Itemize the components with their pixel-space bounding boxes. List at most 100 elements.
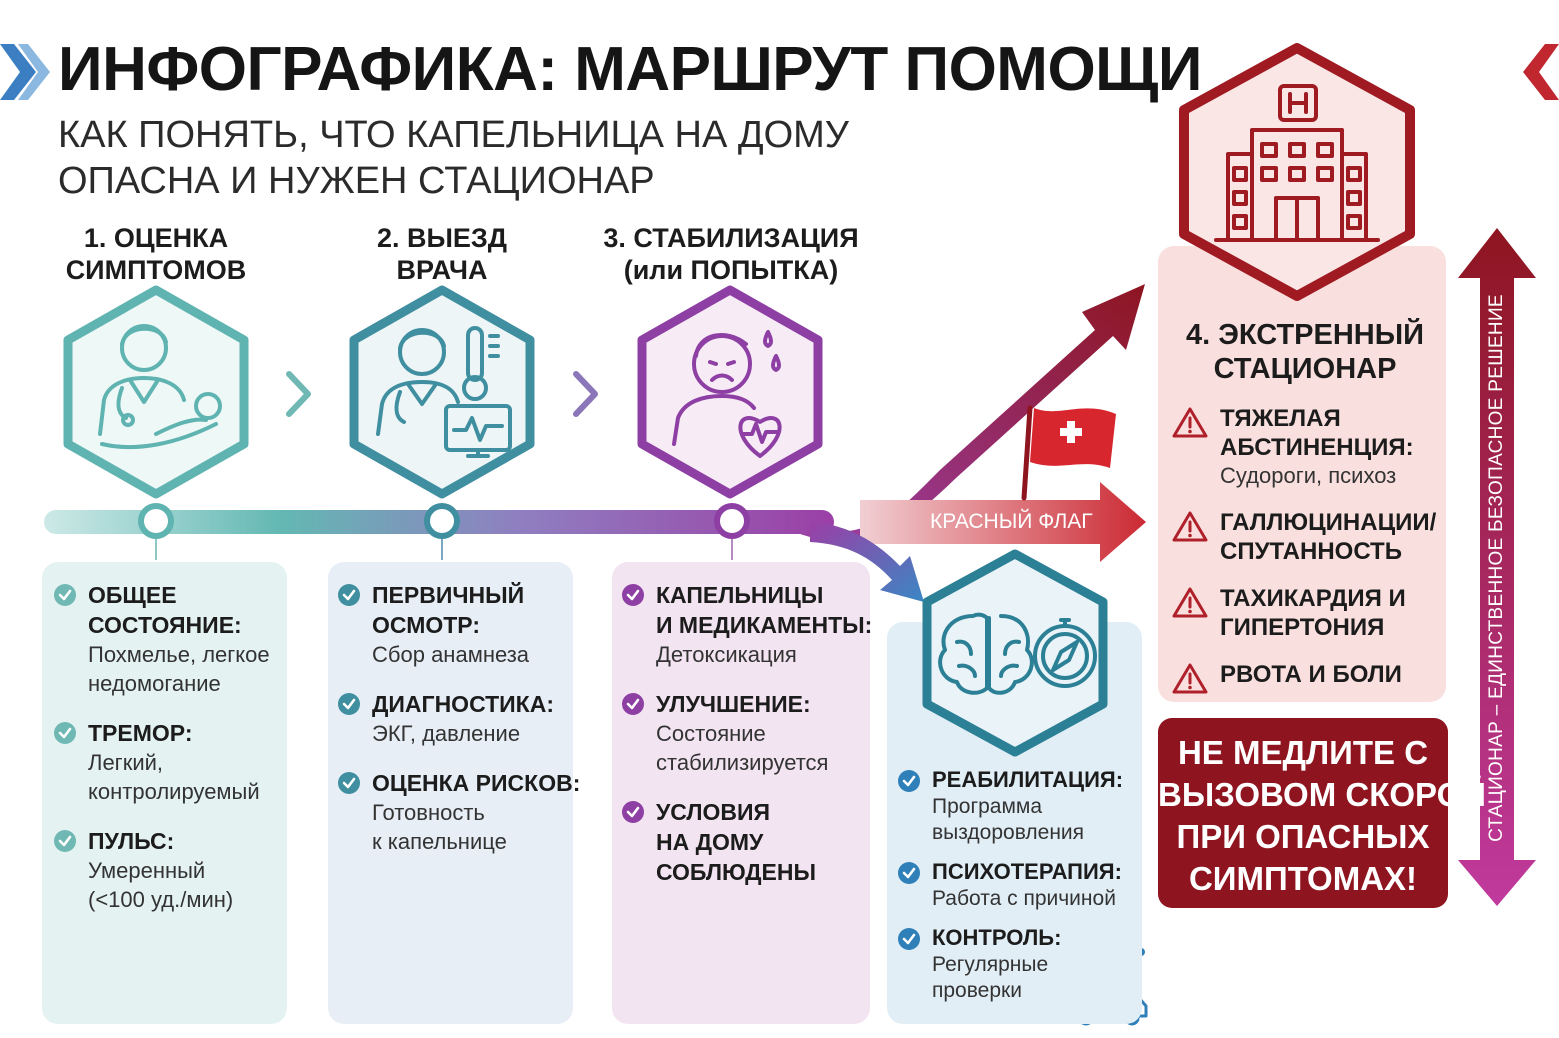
list-item: ПЕРВИЧНЫЙ ОСМОТР: Сбор анамнеза xyxy=(338,580,580,669)
warning-line-2: ВЫЗОВОМ СКОРОЙ xyxy=(1158,776,1486,813)
item-label: ДИАГНОСТИКА: xyxy=(372,691,554,717)
item-label: УЛУЧШЕНИЕ: xyxy=(656,691,811,717)
item-text: Программа xyxy=(932,795,1043,818)
timeline-node-1 xyxy=(138,503,174,560)
item-text: Умеренный xyxy=(88,858,206,883)
arrow-down-rehab xyxy=(810,522,924,602)
item-label: НА ДОМУ xyxy=(656,829,764,855)
sweating-patient-heart-icon xyxy=(637,285,823,499)
item-label: ПУЛЬС: xyxy=(88,828,175,854)
item-label: ГАЛЛЮЦИНАЦИИ/ xyxy=(1220,509,1437,536)
subtitle-line-1: КАК ПОНЯТЬ, ЧТО КАПЕЛЬНИЦА НА ДОМУ xyxy=(58,114,849,156)
page-subtitle: КАК ПОНЯТЬ, ЧТО КАПЕЛЬНИЦА НА ДОМУ ОПАСН… xyxy=(58,112,849,204)
timeline-node-2 xyxy=(424,503,460,560)
item-text: стабилизируется xyxy=(656,750,829,775)
warning-triangle-icon xyxy=(1172,407,1208,438)
item-label: СПУТАННОСТЬ xyxy=(1220,538,1402,565)
step-2-title-line-2: ВРАЧА xyxy=(396,255,488,285)
check-circle-icon xyxy=(54,830,76,852)
left-chevron-decor xyxy=(0,44,36,100)
item-label: КОНТРОЛЬ: xyxy=(932,925,1062,950)
item-label: РЕАБИЛИТАЦИЯ: xyxy=(932,767,1124,792)
item-label: СОСТОЯНИЕ: xyxy=(88,612,242,638)
step-3-title: 3. СТАБИЛИЗАЦИЯ (или ПОПЫТКА) xyxy=(600,222,862,286)
rehab-items: РЕАБИЛИТАЦИЯ: Программа выздоровления ПС… xyxy=(898,766,1123,1004)
item-label: ПЕРВИЧНЫЙ xyxy=(372,582,525,608)
step-separator-2 xyxy=(573,371,598,417)
step-3-items: КАПЕЛЬНИЦЫ И МЕДИКАМЕНТЫ: Детоксикация У… xyxy=(622,580,872,907)
list-item: РЕАБИЛИТАЦИЯ: Программа выздоровления xyxy=(898,766,1123,846)
subtitle-line-2: ОПАСНА И НУЖЕН СТАЦИОНАР xyxy=(58,160,655,202)
side-label-text: СТАЦИОНАР – ЕДИНСТВЕННОЕ БЕЗОПАСНОЕ РЕШЕ… xyxy=(1486,294,1507,842)
check-circle-icon xyxy=(622,693,644,715)
step-3-title-line-2: (или ПОПЫТКА) xyxy=(623,255,839,285)
warning-line-1: НЕ МЕДЛИТЕ С xyxy=(1177,734,1429,771)
step-3-title-line-1: 3. СТАБИЛИЗАЦИЯ xyxy=(603,223,859,253)
right-chevron-decor xyxy=(1523,44,1559,100)
page-title: ИНФОГРАФИКА: МАРШРУТ ПОМОЩИ xyxy=(58,35,1202,104)
list-item: ОЦЕНКА РИСКОВ: Готовность к капельнице xyxy=(338,768,580,856)
step-2-card xyxy=(328,562,573,1024)
check-circle-icon xyxy=(338,584,360,606)
hospital-building-icon xyxy=(1179,43,1415,301)
item-label: РВОТА И БОЛИ xyxy=(1220,661,1402,688)
check-circle-icon xyxy=(898,862,920,884)
item-text: Похмелье, легкое xyxy=(88,642,270,667)
item-text: проверки xyxy=(932,979,1022,1002)
red-flag-label-horizontal: КРАСНЫЙ ФЛАГ xyxy=(930,510,1093,533)
item-text: Регулярные xyxy=(932,953,1049,976)
warning-triangle-icon xyxy=(1172,587,1208,618)
step-1-items: ОБЩЕЕ СОСТОЯНИЕ: Похмелье, легкое недомо… xyxy=(54,580,270,934)
item-text: выздоровления xyxy=(932,821,1085,844)
list-item: РВОТА И БОЛИ xyxy=(1172,660,1436,694)
step-1-card xyxy=(42,562,287,1024)
item-label: ТЯЖЕЛАЯ xyxy=(1220,405,1341,432)
timeline-node-3 xyxy=(714,503,750,560)
list-item: ТАХИКАРДИЯ И ГИПЕРТОНИЯ xyxy=(1172,584,1436,642)
list-item: ПСИХОТЕРАПИЯ: Работа с причиной xyxy=(898,858,1123,912)
list-item: ТЯЖЕЛАЯ АБСТИНЕНЦИЯ: Судороги, психоз xyxy=(1172,404,1436,490)
emergency-title-line-1: 4. ЭКСТРЕННЫЙ xyxy=(1186,319,1424,351)
item-label: АБСТИНЕНЦИЯ: xyxy=(1220,434,1414,461)
red-flag-icon xyxy=(1021,405,1116,501)
item-label: СОБЛЮДЕНЫ xyxy=(656,859,817,885)
item-label: УСЛОВИЯ xyxy=(656,799,771,825)
item-text: Готовность xyxy=(372,800,485,825)
doctor-thermometer-monitor-icon xyxy=(349,285,535,499)
list-item: ОБЩЕЕ СОСТОЯНИЕ: Похмелье, легкое недомо… xyxy=(54,580,270,698)
list-item: ГАЛЛЮЦИНАЦИИ/ СПУТАННОСТЬ xyxy=(1172,508,1436,566)
item-label: ТРЕМОР: xyxy=(88,720,193,746)
step-3-card xyxy=(612,562,870,1024)
item-text: Легкий, xyxy=(88,750,164,775)
list-item: УСЛОВИЯ НА ДОМУ СОБЛЮДЕНЫ xyxy=(622,797,872,887)
item-label: ОСМОТР: xyxy=(372,612,480,638)
item-text: Судороги, психоз xyxy=(1220,463,1397,488)
emergency-items: ТЯЖЕЛАЯ АБСТИНЕНЦИЯ: Судороги, психоз ГА… xyxy=(1172,404,1436,707)
step-2-title: 2. ВЫЕЗД ВРАЧА xyxy=(342,222,542,286)
check-circle-icon xyxy=(54,722,76,744)
check-circle-icon xyxy=(338,693,360,715)
check-circle-icon xyxy=(898,928,920,950)
item-label: ГИПЕРТОНИЯ xyxy=(1220,614,1385,641)
list-item: ДИАГНОСТИКА: ЭКГ, давление xyxy=(338,689,580,748)
item-text: (<100 уд./мин) xyxy=(88,887,234,912)
list-item: УЛУЧШЕНИЕ: Состояние стабилизируется xyxy=(622,689,872,777)
item-text: ЭКГ, давление xyxy=(372,721,521,746)
emergency-title-line-2: СТАЦИОНАР xyxy=(1213,353,1397,385)
item-label: И МЕДИКАМЕНТЫ: xyxy=(656,612,873,638)
item-text: контролируемый xyxy=(88,779,260,804)
step-1-title-line-2: СИМПТОМОВ xyxy=(65,255,247,285)
list-item: КАПЕЛЬНИЦЫ И МЕДИКАМЕНТЫ: Детоксикация xyxy=(622,580,872,669)
check-circle-icon xyxy=(54,584,76,606)
item-label: ОБЩЕЕ xyxy=(88,582,177,608)
check-circle-icon xyxy=(622,801,644,823)
step-1-title: 1. ОЦЕНКА СИМПТОМОВ xyxy=(56,222,256,286)
list-item: ТРЕМОР: Легкий, контролируемый xyxy=(54,718,270,806)
step-2-items: ПЕРВИЧНЫЙ ОСМОТР: Сбор анамнеза ДИАГНОСТ… xyxy=(338,580,580,876)
item-text: Сбор анамнеза xyxy=(372,642,530,667)
check-circle-icon xyxy=(898,770,920,792)
side-double-arrow xyxy=(1458,228,1536,906)
emergency-card xyxy=(1158,246,1446,702)
warning-line-4: СИМПТОМАХ! xyxy=(1188,860,1418,897)
